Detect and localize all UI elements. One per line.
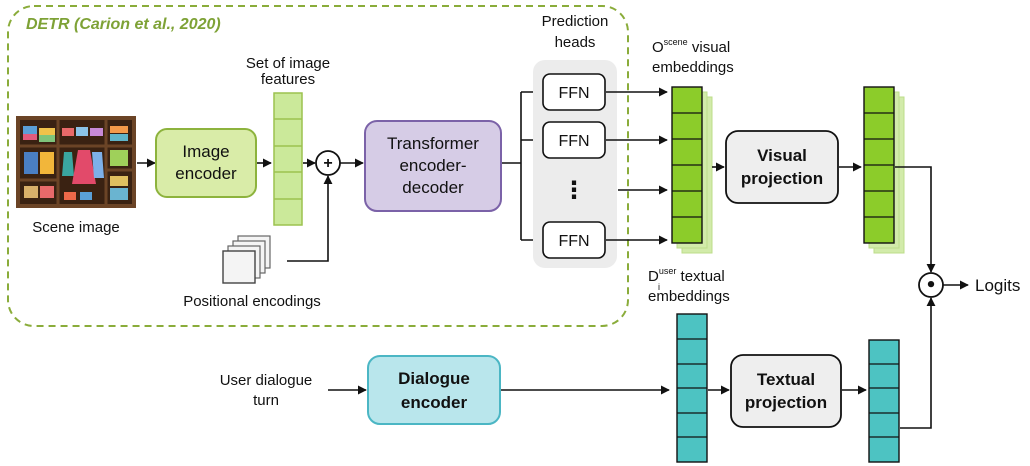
detr-group-border xyxy=(7,5,629,327)
heads-to-embeddings-arrows xyxy=(606,87,668,245)
prediction-heads-label-line2: heads xyxy=(555,34,596,51)
textual-embeddings-label-line2: embeddings xyxy=(648,288,730,305)
visual-projection-box xyxy=(725,130,839,204)
projected-visual-stack xyxy=(863,86,905,254)
scene-image-label: Scene image xyxy=(32,219,120,236)
image-encoder-box xyxy=(155,128,257,198)
transformer-label-line2: encoder- xyxy=(399,156,466,175)
transformer-box xyxy=(364,120,502,212)
ffn-label: FFN xyxy=(558,233,589,250)
ffn-head-n: FFN xyxy=(542,221,606,259)
visual-embeddings-stack xyxy=(671,86,713,254)
ffn-head-1: FFN xyxy=(542,73,606,111)
visual-projection-label-line2: projection xyxy=(741,169,823,188)
ffn-label: FFN xyxy=(558,85,589,102)
ffn-head-2: FFN xyxy=(542,121,606,159)
plus-circle-icon: + xyxy=(315,150,341,176)
dot-circle-icon: • xyxy=(918,272,944,298)
projected-textual-stack xyxy=(868,339,900,463)
textual-projection-label-line1: Textual xyxy=(757,370,815,389)
wardrobe-scene-image xyxy=(16,116,136,208)
user-dialogue-label-line2: turn xyxy=(253,392,279,409)
visual-embeddings-label-line2: embeddings xyxy=(652,59,734,76)
visual-embeddings-label-line1: Oscene visual xyxy=(652,37,730,56)
dialogue-encoder-label-line2: encoder xyxy=(401,393,468,412)
image-features-stack xyxy=(273,92,303,226)
image-encoder-label-line2: encoder xyxy=(175,164,237,183)
arrow-textual-to-dot xyxy=(900,297,936,429)
dot-symbol: • xyxy=(925,275,937,296)
transformer-label-line3: decoder xyxy=(402,178,464,197)
textual-projection-box xyxy=(730,354,842,428)
image-encoder-label-line1: Image xyxy=(182,142,229,161)
arrow-visual-to-dot xyxy=(895,166,936,273)
textual-projection-label-line2: projection xyxy=(745,393,827,412)
dialogue-encoder-box xyxy=(367,355,501,425)
arrow-positional-to-plus xyxy=(287,175,333,262)
detr-title: DETR (Carion et al., 2020) xyxy=(26,16,221,33)
image-features-label-line1: Set of image xyxy=(246,55,330,72)
image-features-label-line2: features xyxy=(261,71,315,88)
textual-embeddings-label-line1: Duser textual xyxy=(648,266,725,285)
prediction-heads-label-line1: Prediction xyxy=(542,13,609,30)
visual-projection-label-line1: Visual xyxy=(757,146,807,165)
positional-encodings-label: Positional encodings xyxy=(183,293,321,310)
plus-symbol: + xyxy=(323,155,332,172)
transformer-label-line1: Transformer xyxy=(387,134,479,153)
prediction-heads-background xyxy=(533,60,617,268)
textual-embeddings-subscript: i xyxy=(658,282,660,292)
ffn-ellipsis: ⋮ xyxy=(562,176,586,204)
ffn-label: FFN xyxy=(558,133,589,150)
textual-embeddings-stack xyxy=(676,313,708,463)
user-dialogue-label-line1: User dialogue xyxy=(220,372,313,389)
logits-label: Logits xyxy=(975,276,1020,295)
dialogue-encoder-label-line1: Dialogue xyxy=(398,369,470,388)
stacked-squares-icon xyxy=(222,235,271,284)
